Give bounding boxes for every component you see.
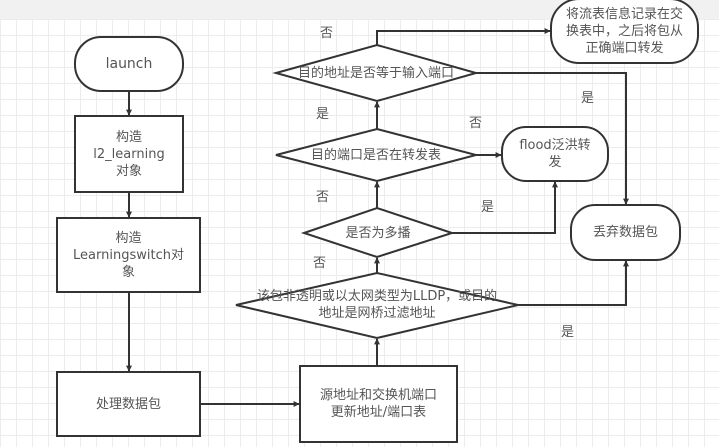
- node-handle-packet[interactable]: 处理数据包: [95, 396, 161, 412]
- node-check-lldp[interactable]: 该包非透明或以太网类型为LLDP，或目的 地址是网桥过滤地址: [256, 289, 498, 321]
- edge-label-multicast-no: 否: [316, 190, 330, 205]
- node-launch[interactable]: launch: [105, 55, 153, 72]
- edge-label-dst-yes: 是: [581, 91, 595, 106]
- edge-label-lldp-yes: 是: [561, 325, 575, 340]
- edge-label-multicast-yes: 是: [481, 200, 495, 215]
- node-flood[interactable]: flood泛洪转 发: [519, 138, 591, 170]
- node-update-table-shape[interactable]: [299, 365, 458, 443]
- top-toolbar-strip: [0, 0, 719, 19]
- edge-lldp-yes-to-drop: [518, 260, 629, 306]
- edge-dst-yes-to-drop: [476, 72, 629, 205]
- node-check-port[interactable]: 目的端口是否在转发表: [310, 147, 441, 163]
- edge-label-lldp-no: 否: [313, 256, 327, 271]
- node-build-l2[interactable]: 构造 l2_learning 对象: [93, 129, 165, 179]
- edge-multicast-yes-to-flood: [452, 181, 558, 234]
- node-update-table[interactable]: 源地址和交换机端口 更新地址/端口表: [319, 388, 437, 420]
- edge-dst-no-to-record: [376, 28, 551, 45]
- node-build-switch[interactable]: 构造 Learningswitch对 象: [73, 230, 184, 280]
- node-build-l2-shape[interactable]: [74, 115, 184, 193]
- node-build-switch-shape[interactable]: [56, 217, 201, 293]
- edge-label-port-no: 否: [469, 116, 483, 131]
- node-flood-shape[interactable]: [501, 126, 609, 182]
- node-drop-shape[interactable]: [570, 204, 681, 261]
- node-drop[interactable]: 丢弃数据包: [592, 225, 658, 240]
- edge-label-port-yes: 是: [316, 107, 330, 122]
- edge-label-dst-no: 否: [320, 26, 334, 41]
- node-record-forward-shape[interactable]: [550, 0, 699, 64]
- node-check-dst[interactable]: 目的地址是否等于输入端口: [297, 65, 454, 81]
- node-record-forward[interactable]: 将流表信息记录在交 换表中，之后将包从 正确端口转发: [565, 7, 683, 56]
- node-check-multicast[interactable]: 是否为多播: [345, 225, 411, 241]
